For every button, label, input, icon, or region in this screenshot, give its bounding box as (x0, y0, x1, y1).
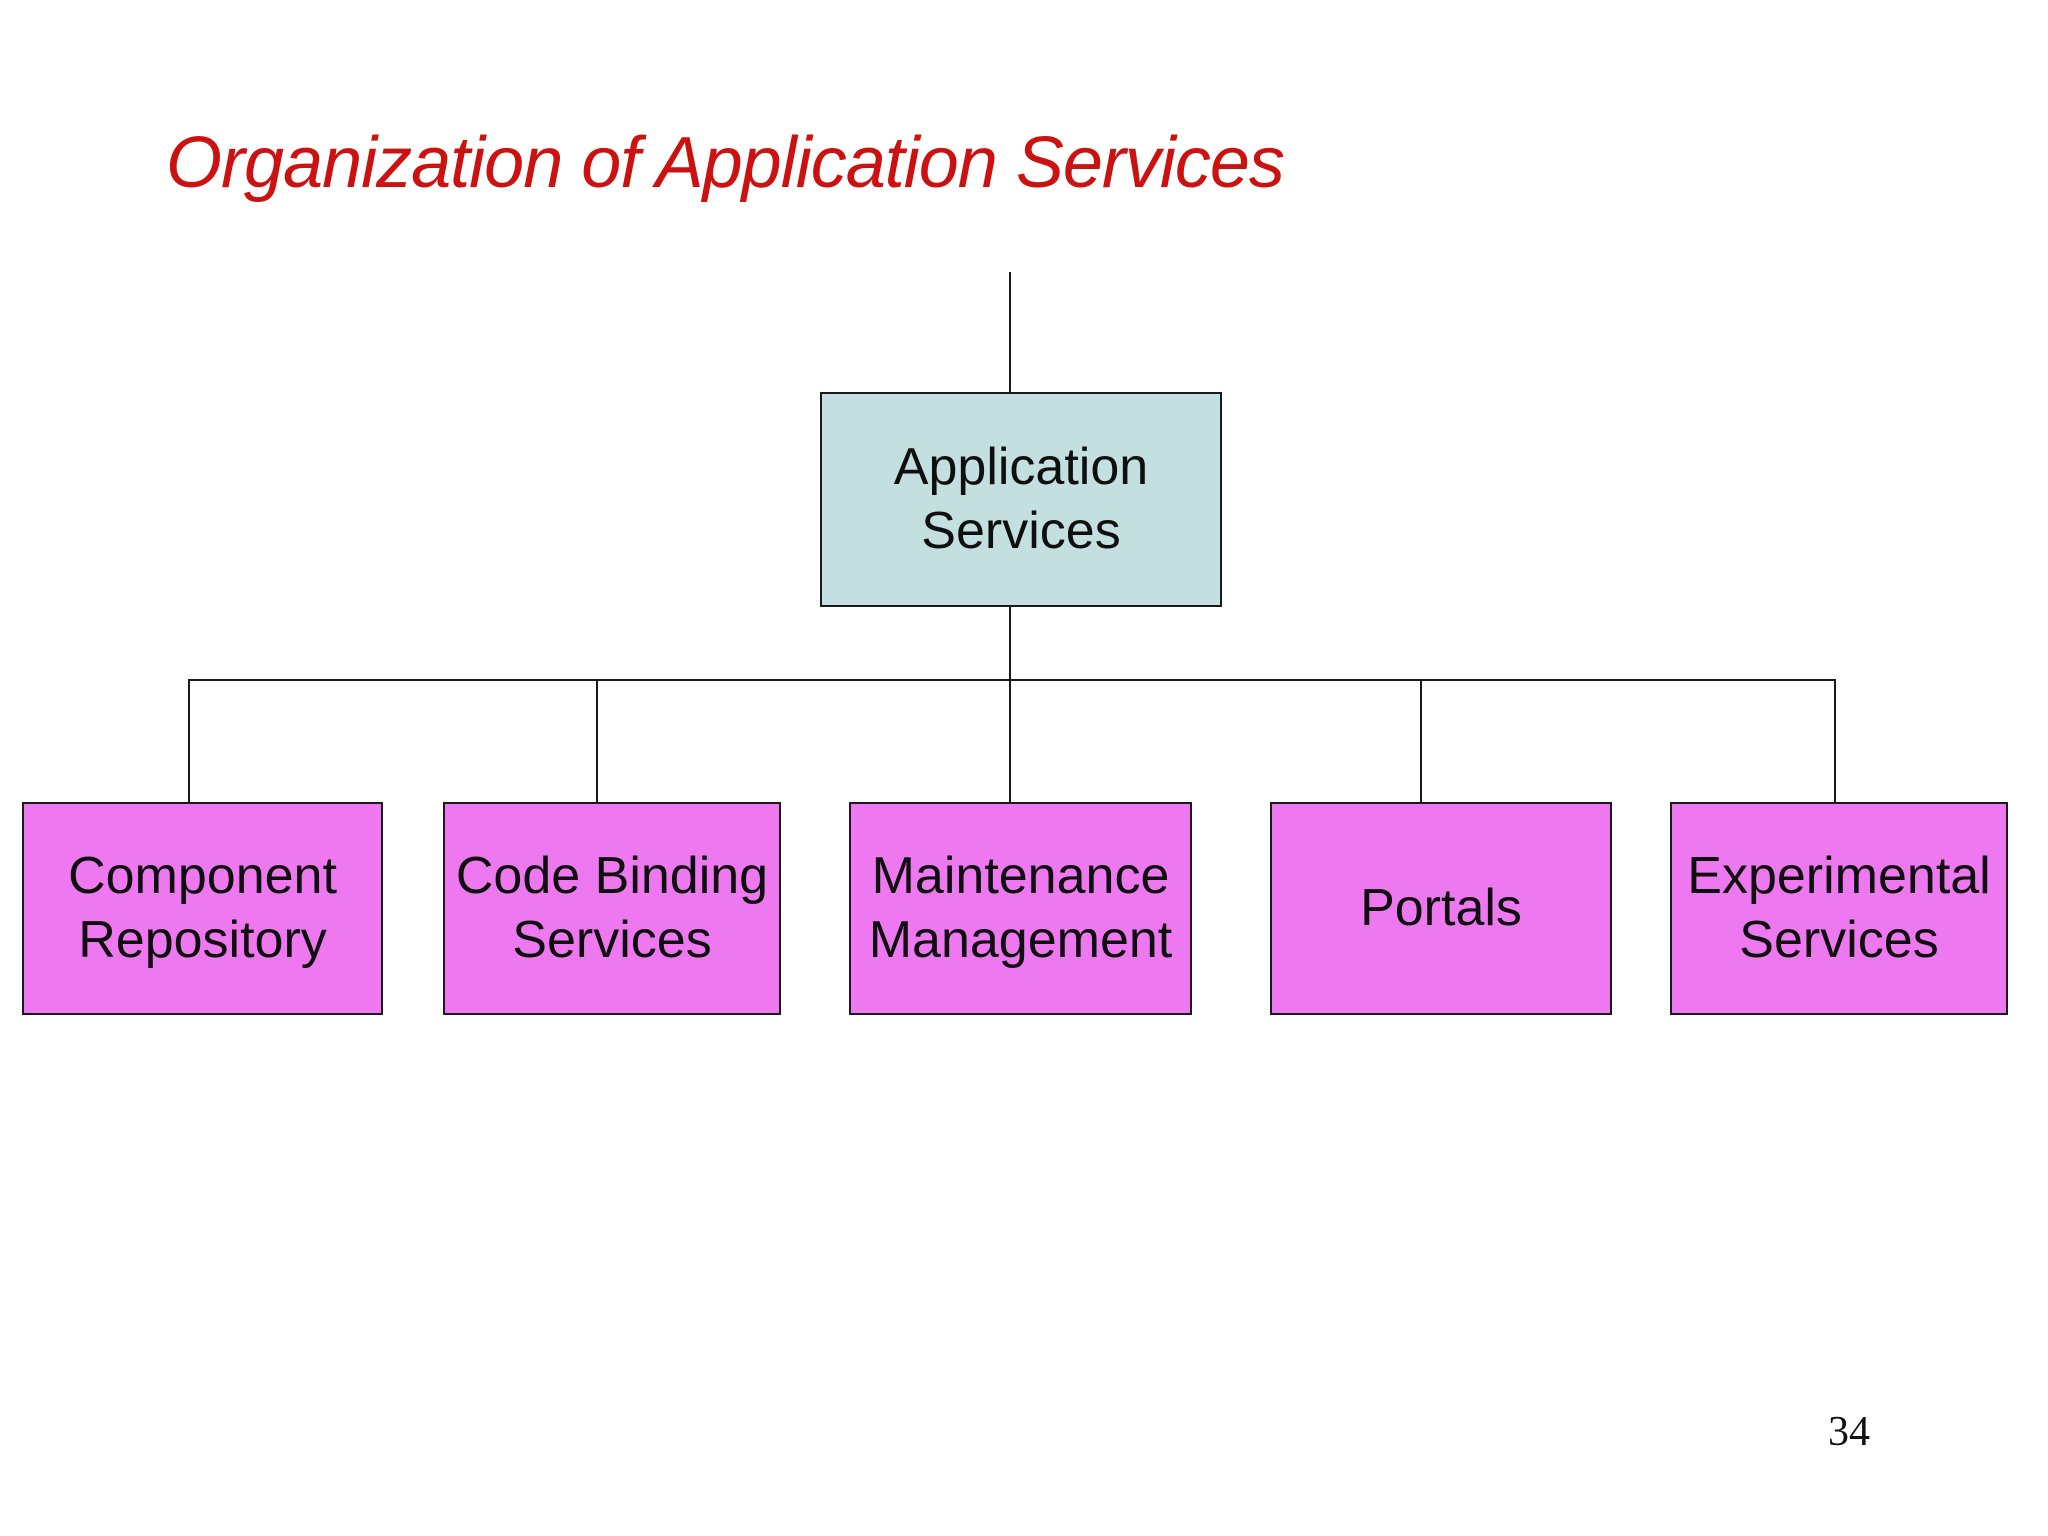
connector-drop-component-repository (188, 681, 190, 802)
connector-drop-portals (1420, 681, 1422, 802)
node-maintenance-management: Maintenance Management (849, 802, 1192, 1015)
page-number: 34 (1828, 1409, 1870, 1455)
connector-bus-horizontal (188, 679, 1836, 681)
node-component-repository-label: Component Repository (68, 847, 337, 969)
node-component-repository: Component Repository (22, 802, 383, 1015)
node-code-binding-services: Code Binding Services (443, 802, 781, 1015)
node-portals-label: Portals (1360, 878, 1522, 937)
connector-top-vertical (1009, 272, 1011, 393)
connector-drop-maintenance-management (1009, 681, 1011, 802)
node-maintenance-management-label: Maintenance Management (868, 847, 1173, 969)
node-application-services-label: Application Services (893, 438, 1149, 560)
connector-root-to-bus (1009, 607, 1011, 681)
node-portals: Portals (1270, 802, 1612, 1015)
slide-title: Organization of Application Services (166, 123, 1285, 203)
connector-drop-experimental-services (1834, 681, 1836, 802)
node-experimental-services-label: Experimental Services (1687, 847, 1991, 969)
connector-drop-code-binding-services (596, 681, 598, 802)
node-application-services: Application Services (820, 392, 1222, 607)
node-code-binding-services-label: Code Binding Services (455, 847, 769, 969)
node-experimental-services: Experimental Services (1670, 802, 2008, 1015)
